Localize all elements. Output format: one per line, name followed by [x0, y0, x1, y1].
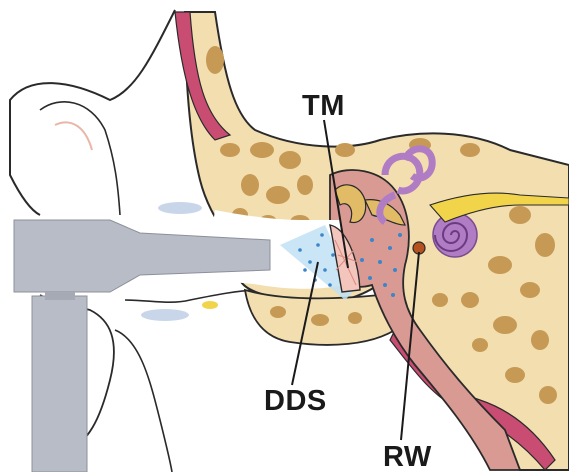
label-dds: DDS	[264, 387, 327, 416]
label-tm: TM	[302, 92, 345, 121]
label-rw: RW	[383, 443, 432, 472]
otoscope-handle-collar	[45, 292, 75, 300]
jaw-outline	[115, 330, 172, 472]
concha-lower-outline	[125, 290, 260, 302]
cartilage-bit-lower	[141, 309, 189, 321]
otoscope-handle	[32, 296, 87, 472]
pinna-fold	[40, 102, 120, 215]
pinna-inner-fold	[55, 122, 92, 150]
cartilage-bit	[158, 202, 202, 214]
fat-bit	[202, 301, 218, 309]
